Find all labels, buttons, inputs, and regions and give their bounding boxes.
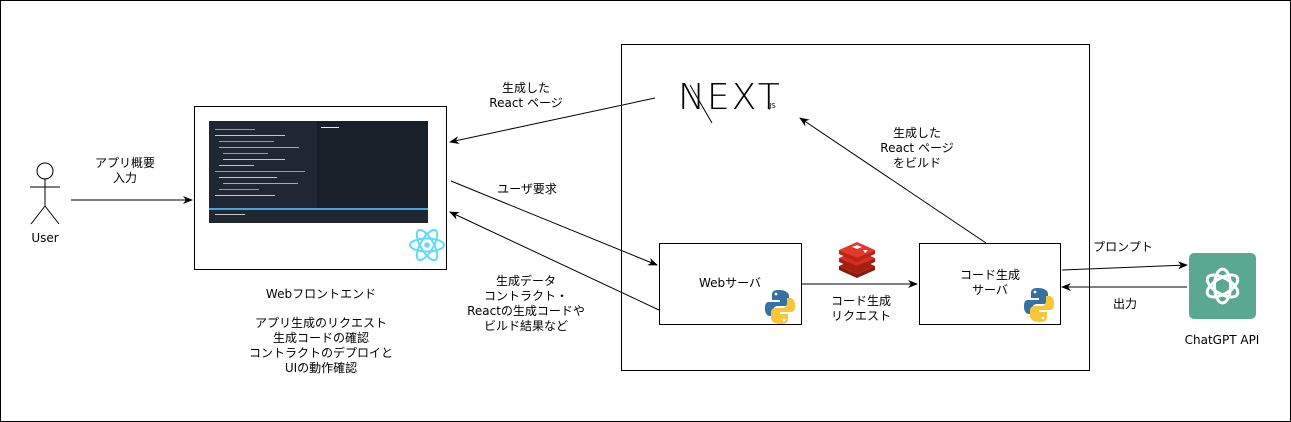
code-line [215, 171, 305, 172]
code-gen-server-label: コード生成 サーバ [959, 268, 1021, 297]
code-line [223, 159, 285, 160]
code-gen-request-label: コード生成 リクエスト [830, 294, 892, 323]
code-line [215, 214, 245, 215]
arrow-webserver-to-frontend [449, 211, 660, 311]
react-page-label: 生成した React ページ [489, 81, 563, 110]
nextjs-logo-suffix: .JS [767, 102, 776, 110]
user-request-label: ユーザ要求 [497, 182, 557, 196]
nextjs-logo: NEXT [678, 77, 782, 118]
prompt-label: プロンプト [1093, 240, 1153, 254]
arrow-next-to-frontend [449, 97, 656, 145]
web-frontend-description: アプリ生成のリクエスト 生成コードの確認 コントラクトのデプロイと UIの動作確… [248, 316, 394, 375]
code-line [223, 183, 298, 184]
web-server-label: Webサーバ [698, 276, 762, 290]
output-label: 出力 [1112, 297, 1138, 311]
generated-data-label: 生成データ コントラクト・ Reactの生成コードや ビルド結果など [467, 274, 585, 333]
web-frontend-title: Webフロントエンド [265, 287, 377, 301]
screen-divider [209, 208, 428, 210]
user-icon [30, 162, 60, 225]
python-icon [765, 290, 795, 324]
code-line [215, 135, 285, 136]
redis-icon [839, 242, 875, 278]
code-line [219, 141, 274, 142]
arrow-codegen-to-chatgpt [1061, 261, 1188, 271]
frontend-screenshot [209, 121, 428, 223]
code-line [215, 195, 275, 196]
code-line [223, 153, 268, 154]
openai-icon [1189, 253, 1256, 319]
screen-preview-pane [317, 121, 428, 208]
react-icon [409, 228, 445, 262]
build-react-page-label: 生成した React ページ をビルド [880, 126, 954, 170]
arrow-codegen-to-next [799, 117, 987, 244]
code-line [219, 189, 259, 190]
code-line [219, 177, 277, 178]
chatgpt-api-label: ChatGPT API [1184, 333, 1260, 347]
code-line [219, 147, 299, 148]
arrow-frontend-to-webserver [450, 180, 658, 266]
next-logo-slash [689, 84, 713, 124]
code-line [219, 165, 254, 166]
user-label: User [31, 231, 59, 245]
python-icon [1024, 288, 1054, 322]
code-line [215, 129, 255, 130]
app-input-label: アプリ概要 入力 [94, 156, 156, 185]
preview-title-line [321, 127, 339, 128]
